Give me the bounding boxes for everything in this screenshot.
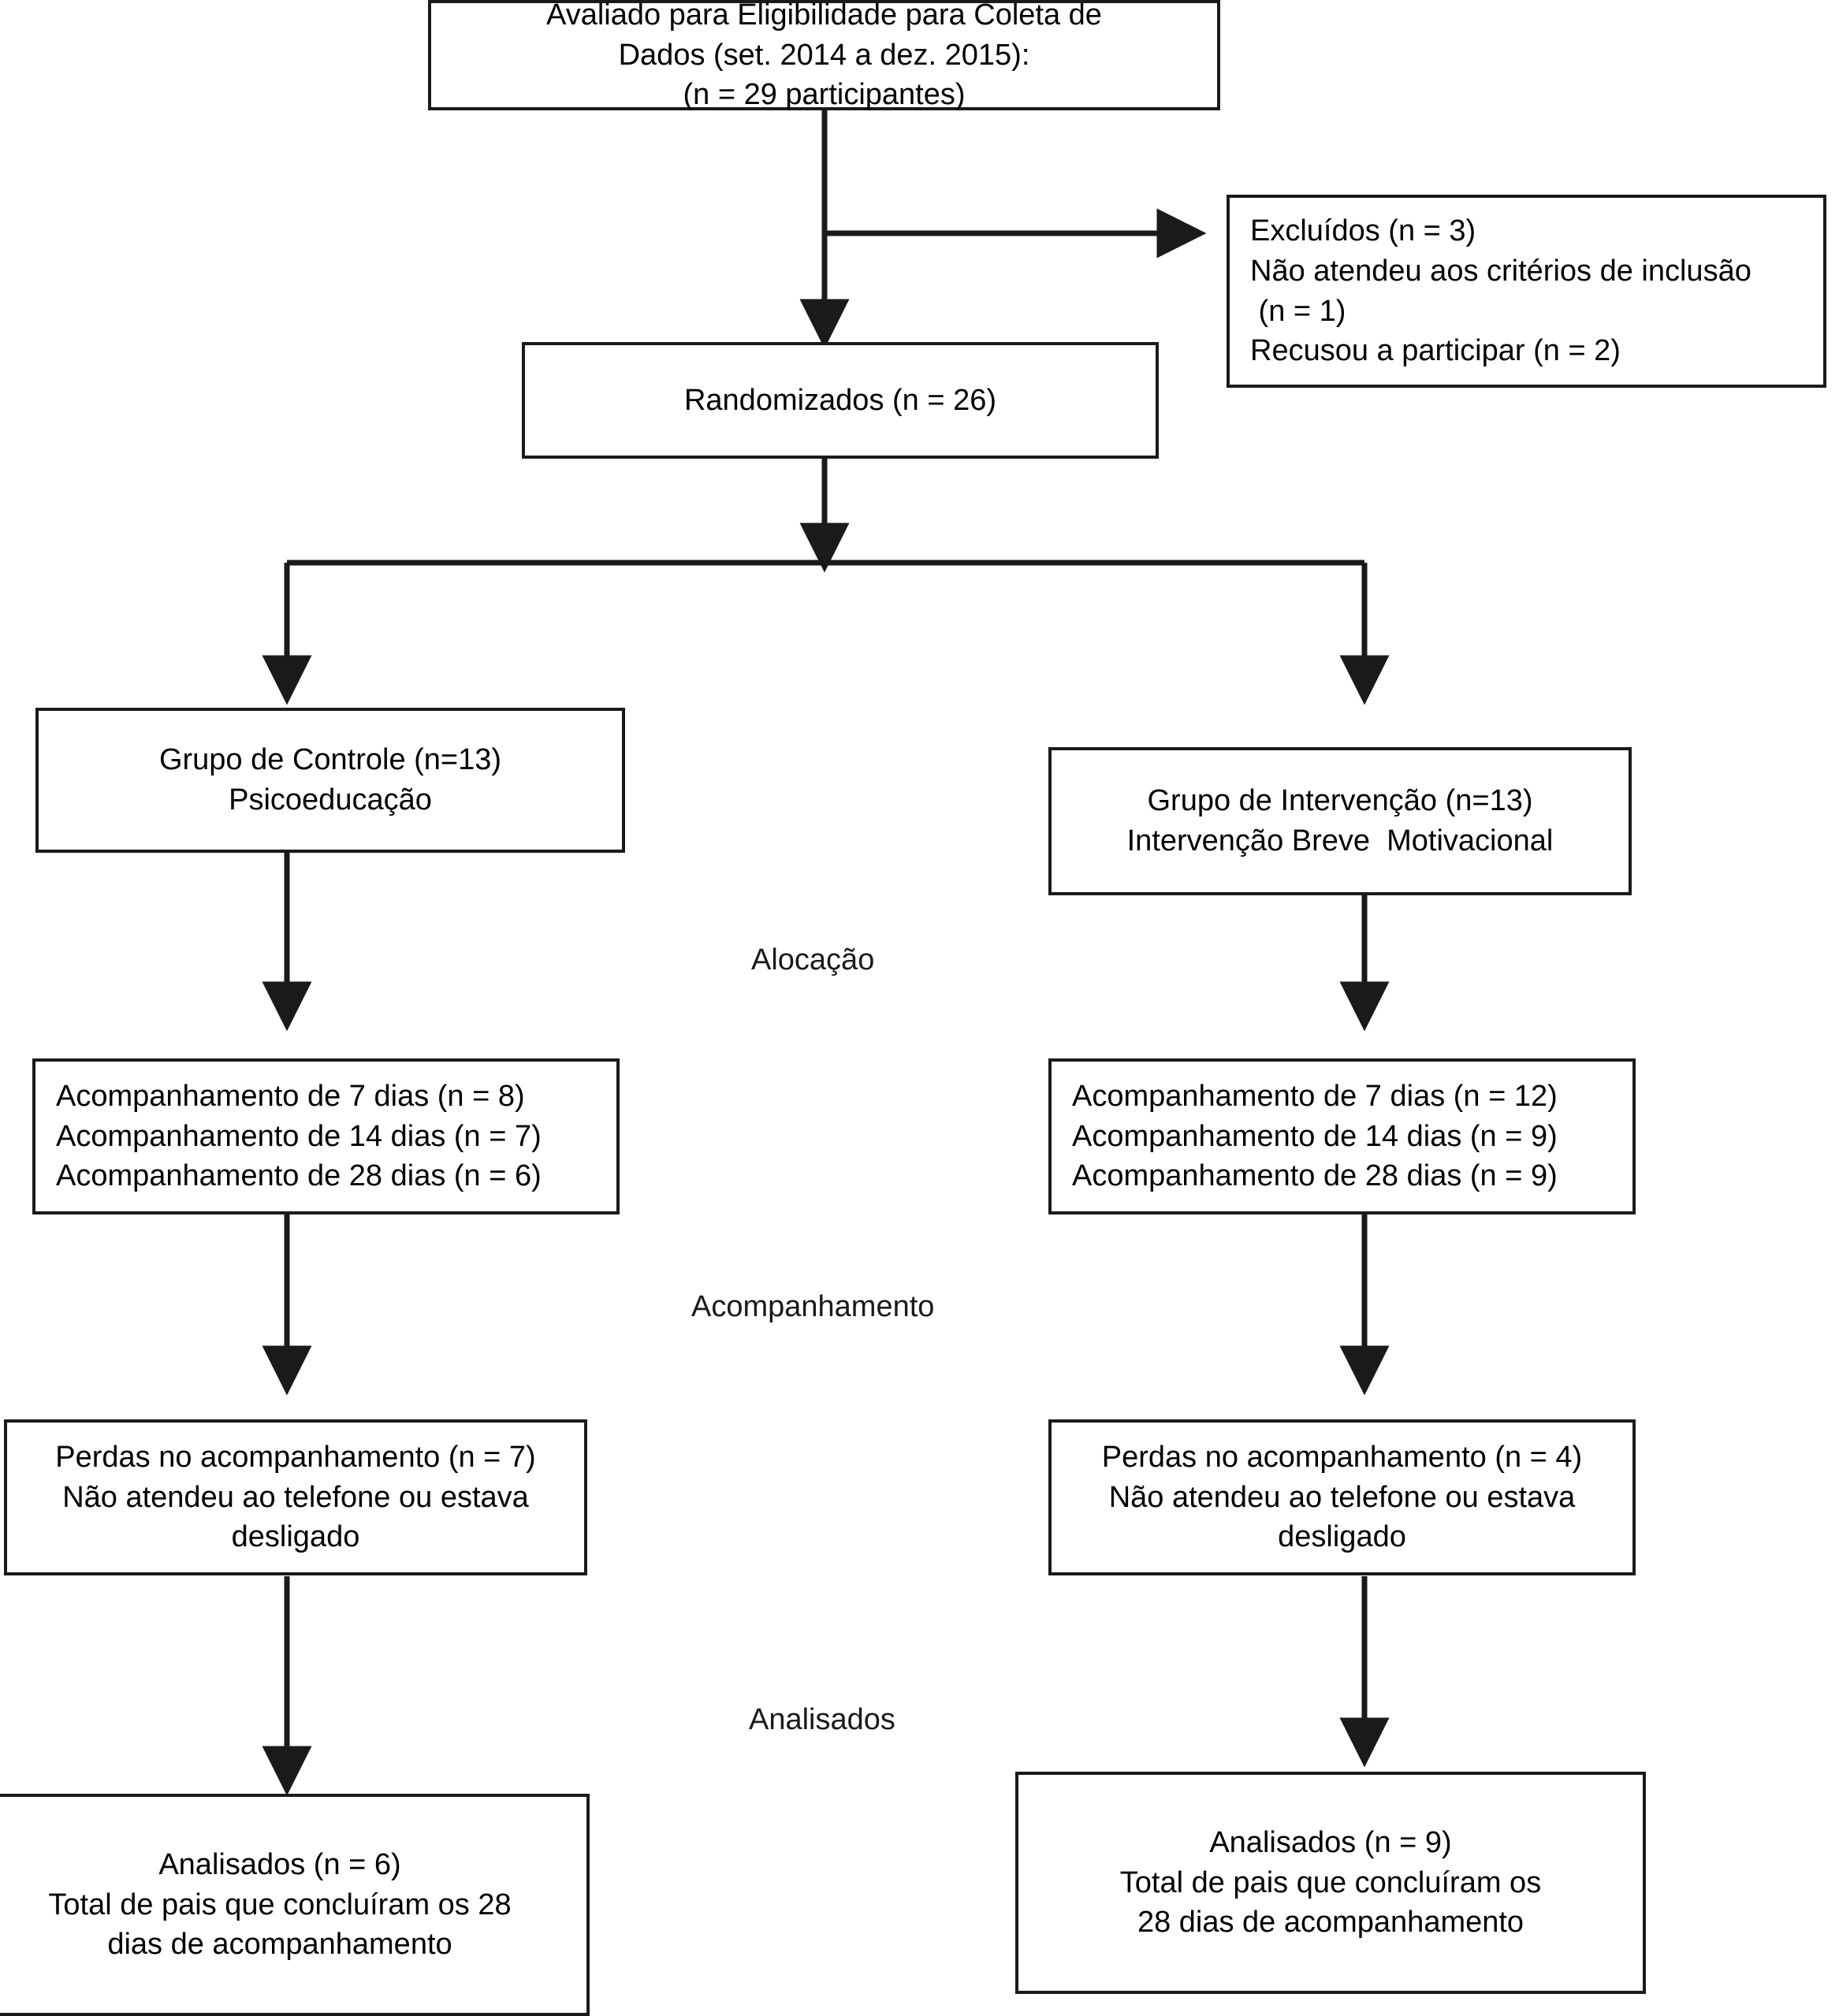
node-intervention-followup: Acompanhamento de 7 dias (n = 12) Acompa… [1048,1058,1636,1214]
node-intervention-followup-line-3: Acompanhamento de 28 dias (n = 9) [1072,1159,1558,1193]
node-intervention-analyzed-line-1: Analisados (n = 9) [1209,1826,1452,1860]
node-control-followup-line-1: Acompanhamento de 7 dias (n = 8) [56,1080,525,1114]
node-intervention-followup-line-1: Acompanhamento de 7 dias (n = 12) [1072,1080,1558,1114]
node-intervention-group-line-2: Intervenção Breve Motivacional [1126,824,1554,857]
node-intervention-group: Grupo de Intervenção (n=13) Intervenção … [1048,747,1632,895]
node-intervention-analyzed: Analisados (n = 9) Total de pais que con… [1015,1772,1646,1994]
node-excluded-line-2: Não atendeu aos critérios de inclusão [1250,254,1752,288]
node-control-followup-line-3: Acompanhamento de 28 dias (n = 6) [56,1159,542,1193]
node-intervention-losses-line-3: desligado [1278,1520,1406,1554]
node-control-followup: Acompanhamento de 7 dias (n = 8) Acompan… [32,1058,620,1214]
node-excluded-line-1: Excluídos (n = 3) [1250,214,1476,248]
node-intervention-losses-line-2: Não atendeu ao telefone ou estava [1108,1480,1576,1514]
node-control-losses-line-3: desligado [231,1520,360,1554]
node-control-analyzed-line-2: Total de pais que concluíram os 28 [48,1888,512,1921]
node-intervention-analyzed-line-2: Total de pais que concluíram os [1119,1865,1542,1899]
node-enrollment-line-2: Dados (set. 2014 a dez. 2015): [618,38,1030,72]
node-intervention-group-line-1: Grupo de Intervenção (n=13) [1147,784,1533,818]
node-control-followup-line-2: Acompanhamento de 14 dias (n = 7) [56,1119,542,1153]
node-control-group-line-1: Grupo de Controle (n=13) [158,743,502,777]
node-intervention-losses: Perdas no acompanhamento (n = 4) Não ate… [1048,1419,1636,1575]
node-control-losses-line-2: Não atendeu ao telefone ou estava [62,1480,529,1514]
node-excluded-line-3: (n = 1) [1250,294,1346,328]
stage-label-allocation: Alocação [751,943,875,976]
node-enrollment-line-1: Avaliado para Eligibilidade para Coleta … [546,0,1102,32]
node-enrollment: Avaliado para Eligibilidade para Coleta … [428,0,1220,111]
node-intervention-losses-line-1: Perdas no acompanhamento (n = 4) [1101,1441,1583,1475]
node-enrollment-line-3: (n = 29 participantes) [683,78,966,112]
node-control-group-line-2: Psicoeducação [229,783,432,816]
node-control-losses: Perdas no acompanhamento (n = 7) Não ate… [4,1419,587,1575]
node-randomized: Randomizados (n = 26) [522,342,1159,459]
node-intervention-followup-line-2: Acompanhamento de 14 dias (n = 9) [1072,1119,1558,1153]
node-intervention-analyzed-line-3: 28 dias de acompanhamento [1137,1906,1524,1940]
stage-label-followup: Acompanhamento [691,1290,935,1323]
node-control-analyzed-line-3: dias de acompanhamento [107,1928,452,1962]
node-control-analyzed: Analisados (n = 6) Total de pais que con… [0,1794,590,2016]
node-excluded-line-4: Recusou a participar (n = 2) [1250,334,1621,368]
stage-label-analysis: Analisados [749,1703,895,1736]
node-control-losses-line-1: Perdas no acompanhamento (n = 7) [55,1441,536,1475]
node-excluded: Excluídos (n = 3) Não atendeu aos critér… [1227,195,1826,388]
node-randomized-line-1: Randomizados (n = 26) [683,383,997,417]
node-control-group: Grupo de Controle (n=13) Psicoeducação [35,708,625,853]
node-control-analyzed-line-1: Analisados (n = 6) [158,1848,401,1882]
